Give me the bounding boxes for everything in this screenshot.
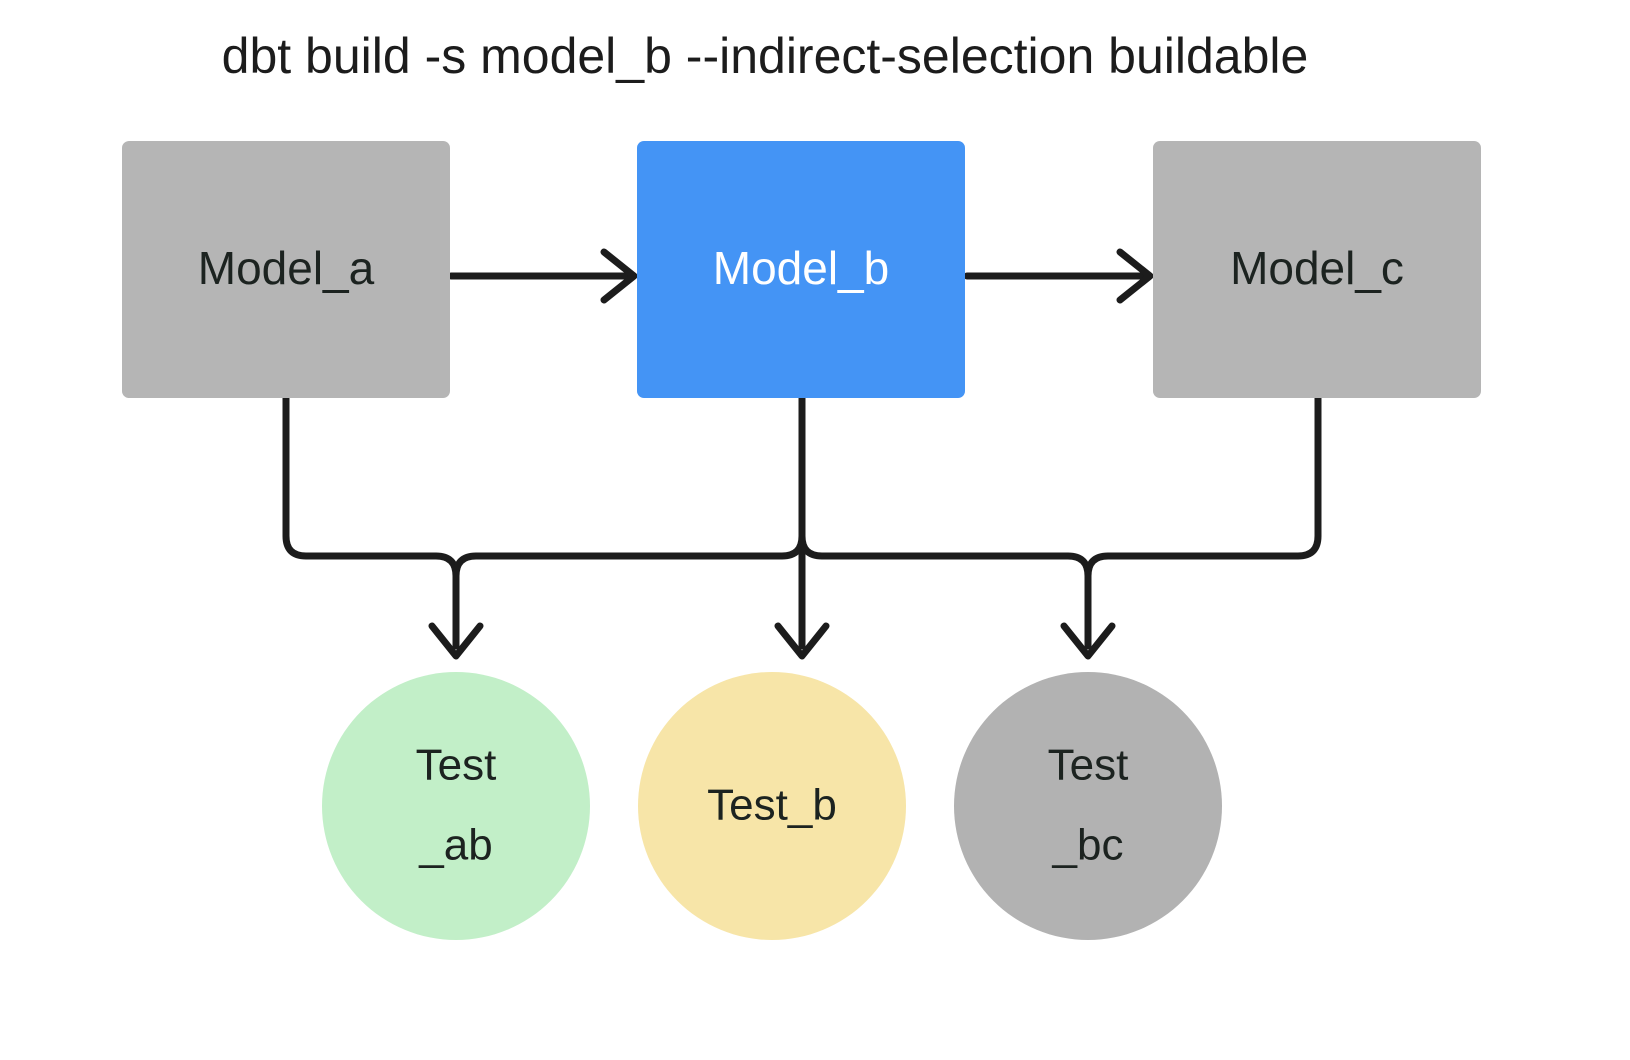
model-c-box[interactable] xyxy=(1153,141,1481,398)
node-test-bc[interactable]: Test _bc xyxy=(954,672,1222,940)
model-b-label: Model_b xyxy=(713,242,889,294)
edge-a-testab-line xyxy=(282,394,460,650)
model-a-label: Model_a xyxy=(198,242,375,294)
test-ab-label-line1: Test xyxy=(416,741,497,790)
test-b-label-line1: Test_b xyxy=(707,781,837,830)
edge-c-testbc-line xyxy=(1084,394,1322,580)
edge-model-b-to-test-b xyxy=(774,394,830,660)
test-bc-circle[interactable] xyxy=(954,672,1222,940)
edge-model-b-to-model-c xyxy=(963,248,1154,304)
model-c-label: Model_c xyxy=(1230,242,1404,294)
node-test-b[interactable]: Test_b xyxy=(638,672,906,940)
test-bc-label-line1: Test xyxy=(1048,741,1129,790)
edge-a-b-arrowhead-icon xyxy=(600,248,638,304)
edge-b-testbc-line xyxy=(798,532,1092,650)
node-test-ab[interactable]: Test _ab xyxy=(322,672,590,940)
node-model-c[interactable]: Model_c xyxy=(1153,141,1481,398)
edge-model-c-to-test-bc xyxy=(1084,394,1322,580)
test-bc-label-line2: _bc xyxy=(1052,821,1124,870)
model-b-box[interactable] xyxy=(637,141,965,398)
edge-b-c-arrowhead-icon xyxy=(1116,248,1154,304)
edge-model-b-to-test-ab xyxy=(452,532,806,580)
edge-b-testab-line xyxy=(452,532,806,580)
page-title: dbt build -s model_b --indirect-selectio… xyxy=(222,28,1309,84)
test-ab-circle[interactable] xyxy=(322,672,590,940)
node-model-a[interactable]: Model_a xyxy=(122,141,450,398)
edge-a-testab-arrowhead-icon xyxy=(428,622,484,660)
edge-b-testb-arrowhead-icon xyxy=(774,622,830,660)
test-b-circle[interactable] xyxy=(638,672,906,940)
model-a-box[interactable] xyxy=(122,141,450,398)
test-ab-label-line2: _ab xyxy=(418,821,492,870)
edge-model-a-to-model-b xyxy=(447,248,638,304)
edge-model-a-to-test-ab xyxy=(282,394,484,660)
edge-model-b-to-test-bc xyxy=(798,532,1116,660)
edge-b-testbc-arrowhead-icon xyxy=(1060,622,1116,660)
node-model-b[interactable]: Model_b xyxy=(637,141,965,398)
